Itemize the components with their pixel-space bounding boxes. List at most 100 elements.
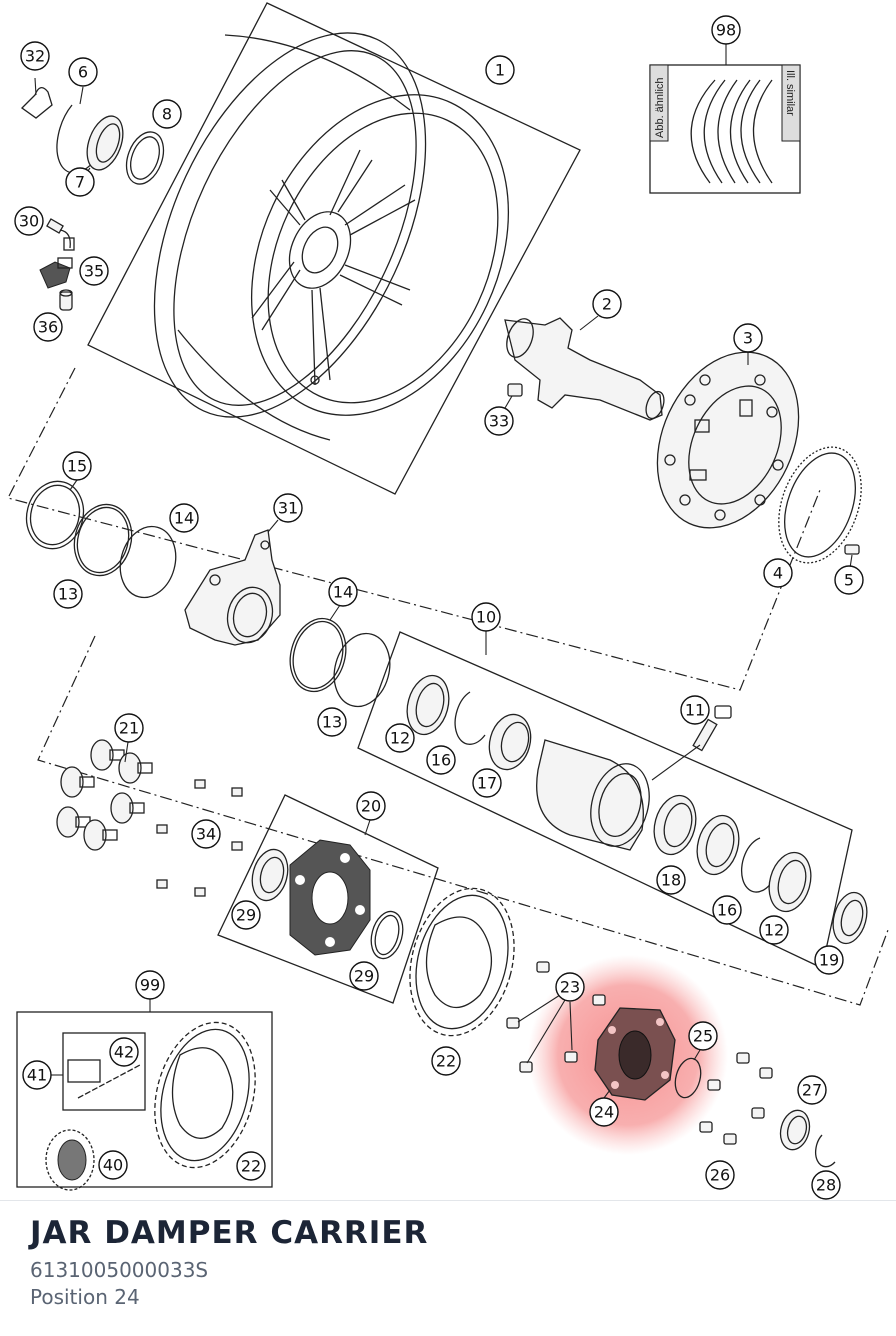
callout-22-kit[interactable]: 22 [236, 1151, 266, 1181]
svg-text:6: 6 [78, 63, 88, 82]
ring-13-lower[interactable] [326, 627, 397, 712]
clip-32[interactable] [20, 77, 53, 119]
svg-text:22: 22 [241, 1157, 261, 1176]
callout-23[interactable]: 23 [555, 972, 585, 1002]
damper-rubbers-21[interactable] [56, 739, 153, 851]
callout-29-right[interactable]: 29 [349, 961, 379, 991]
callout-13-upper[interactable]: 13 [53, 579, 83, 609]
circlip-28[interactable] [815, 1134, 836, 1168]
bearing-18[interactable] [648, 791, 702, 859]
bearing-27[interactable] [776, 1107, 813, 1153]
callout-27[interactable]: 27 [797, 1075, 827, 1105]
o-ring-25[interactable] [671, 1049, 705, 1100]
circlip-16-left[interactable] [454, 691, 486, 745]
callout-15[interactable]: 15 [62, 451, 92, 481]
callout-11[interactable]: 11 [680, 695, 710, 725]
callout-10[interactable]: 10 [471, 602, 501, 632]
callout-30[interactable]: 30 [14, 206, 44, 236]
callout-42[interactable]: 42 [109, 1037, 139, 1067]
callout-32[interactable]: 32 [20, 41, 50, 71]
callout-41[interactable]: 41 [22, 1060, 52, 1090]
bearing-17[interactable] [483, 710, 536, 774]
caliper-carrier-31[interactable] [184, 519, 281, 648]
callout-14-upper[interactable]: 14 [169, 503, 199, 533]
callout-12-right[interactable]: 12 [759, 915, 789, 945]
wheel-rim[interactable] [99, 0, 558, 459]
callout-12-left[interactable]: 12 [385, 723, 415, 753]
seal-29-right[interactable] [366, 908, 407, 962]
svg-text:17: 17 [477, 774, 497, 793]
callout-5[interactable]: 5 [834, 565, 864, 595]
seal-12-left[interactable] [401, 671, 455, 739]
circlip-16-right[interactable] [740, 837, 773, 893]
bearing-right[interactable] [691, 811, 745, 879]
callout-4[interactable]: 4 [763, 558, 793, 588]
spacer-19[interactable] [828, 889, 872, 948]
sprocket-carrier-20[interactable] [289, 839, 371, 956]
callout-34[interactable]: 34 [191, 819, 221, 849]
callout-2[interactable]: 2 [592, 289, 622, 319]
brake-disc-3[interactable] [630, 329, 826, 551]
callout-14-lower[interactable]: 14 [328, 577, 358, 607]
callout-36[interactable]: 36 [33, 312, 63, 342]
svg-text:24: 24 [594, 1103, 614, 1122]
valve-30[interactable] [46, 218, 75, 251]
seal-12-right[interactable] [763, 848, 817, 916]
sleeve-36[interactable] [59, 289, 73, 311]
callout-16-right[interactable]: 16 [712, 895, 742, 925]
ring-14-lower[interactable] [282, 604, 353, 698]
callout-20[interactable]: 20 [356, 791, 386, 821]
spacer-8[interactable] [120, 127, 170, 189]
callout-18[interactable]: 18 [656, 865, 686, 895]
svg-text:40: 40 [103, 1156, 123, 1175]
callout-99[interactable]: 99 [135, 970, 165, 1000]
bolts-34[interactable] [156, 779, 243, 897]
callout-31[interactable]: 31 [273, 493, 303, 523]
callout-8[interactable]: 8 [152, 99, 182, 129]
nuts-26[interactable] [699, 1052, 773, 1145]
damper-hub[interactable] [536, 739, 658, 853]
callout-6[interactable]: 6 [68, 57, 98, 87]
jar-damper-carrier-24[interactable] [594, 1007, 676, 1101]
callout-7[interactable]: 7 [65, 167, 95, 197]
callout-16-left[interactable]: 16 [426, 745, 456, 775]
svg-text:14: 14 [174, 509, 194, 528]
nuts-23[interactable] [506, 961, 606, 1073]
rear-sprocket-kit-22[interactable] [139, 1011, 270, 1179]
callout-98[interactable]: 98 [711, 15, 741, 45]
ring-13-upper[interactable] [67, 498, 140, 582]
callout-24[interactable]: 24 [589, 1097, 619, 1127]
svg-text:23: 23 [560, 978, 580, 997]
callout-3[interactable]: 3 [733, 323, 763, 353]
abs-ring-4[interactable] [764, 436, 876, 575]
chain-41[interactable] [67, 1059, 141, 1099]
rear-sprocket-22[interactable] [394, 877, 529, 1048]
seal-29-left[interactable] [247, 845, 293, 904]
screw-5[interactable] [844, 544, 860, 569]
sensor-35[interactable] [39, 257, 73, 289]
callout-29-left[interactable]: 29 [231, 900, 261, 930]
callout-28[interactable]: 28 [811, 1170, 841, 1200]
svg-text:14: 14 [333, 583, 353, 602]
callout-25[interactable]: 25 [688, 1021, 718, 1051]
svg-text:16: 16 [717, 901, 737, 920]
callout-33[interactable]: 33 [484, 406, 514, 436]
bolt-11[interactable] [651, 705, 732, 781]
ring-14-upper[interactable] [113, 520, 184, 604]
callout-21[interactable]: 21 [114, 713, 144, 743]
svg-text:3: 3 [743, 329, 753, 348]
front-sprocket-40[interactable] [45, 1129, 95, 1191]
callout-40[interactable]: 40 [98, 1150, 128, 1180]
callout-35[interactable]: 35 [79, 256, 109, 286]
callout-17[interactable]: 17 [472, 768, 502, 798]
callout-13-lower[interactable]: 13 [317, 707, 347, 737]
callout-26[interactable]: 26 [705, 1160, 735, 1190]
callout-1[interactable]: 1 [485, 55, 515, 85]
ring-15[interactable] [19, 475, 91, 555]
callout-19[interactable]: 19 [814, 945, 844, 975]
svg-text:41: 41 [27, 1066, 47, 1085]
bolt-33[interactable] [504, 383, 523, 409]
axle-2[interactable] [502, 315, 667, 421]
bearing-7[interactable] [80, 111, 129, 176]
callout-22-main[interactable]: 22 [431, 1046, 461, 1076]
